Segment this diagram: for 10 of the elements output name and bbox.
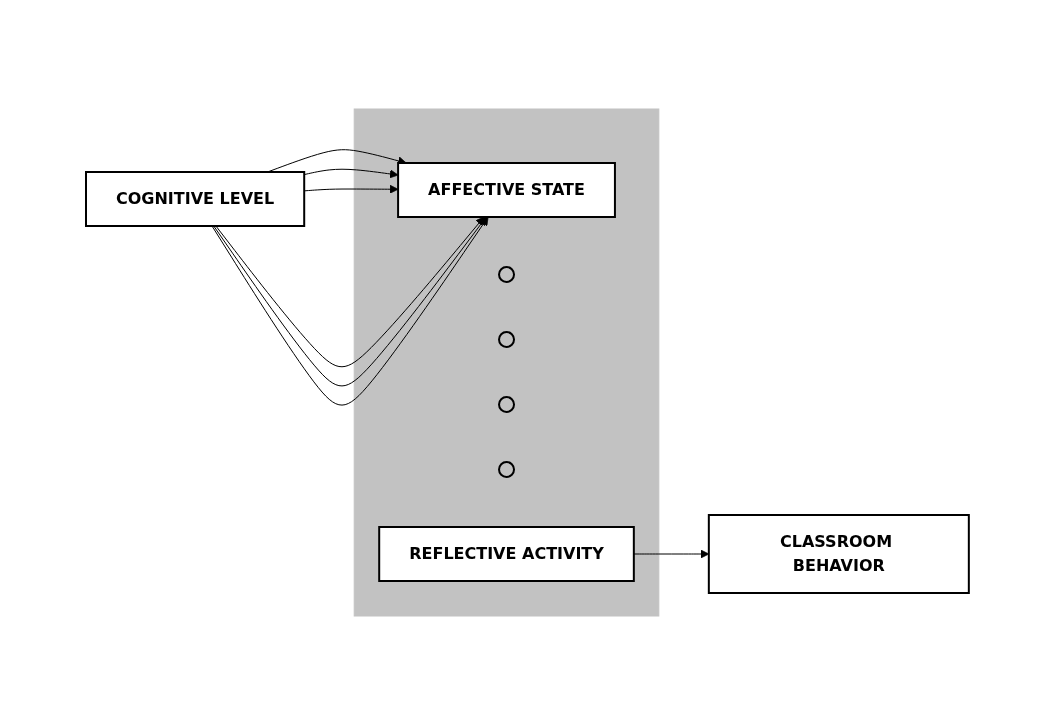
node-circle bbox=[498, 330, 516, 348]
node-circle bbox=[498, 460, 516, 478]
node-circle bbox=[498, 265, 516, 283]
cluster bbox=[353, 108, 660, 616]
node-box: REFLECTIVE ACTIVITY bbox=[378, 525, 635, 582]
arrow bbox=[303, 168, 399, 178]
node-box: CLASSROOM BEHAVIOR bbox=[707, 513, 970, 594]
node-circle bbox=[498, 395, 516, 413]
node-box: COGNITIVE LEVEL bbox=[85, 170, 306, 227]
node-box: AFFECTIVE STATE bbox=[397, 161, 616, 218]
